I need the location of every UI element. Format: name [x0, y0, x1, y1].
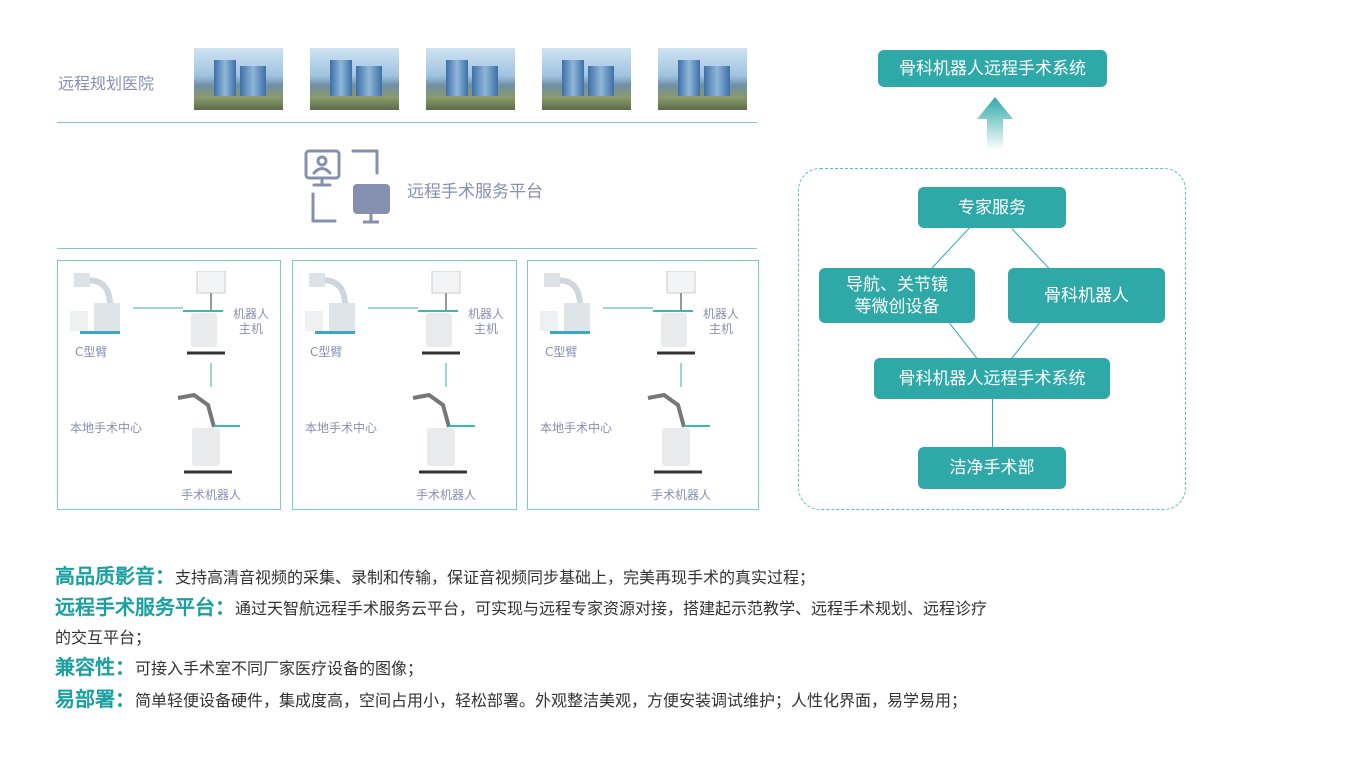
- local-surgery-center-box: C型臂 机器人 主机 本地手术中心 手术机器人: [57, 260, 281, 510]
- hospital-image: [194, 48, 283, 110]
- connector: [680, 363, 682, 387]
- clean-room-node: 洁净手术部: [918, 447, 1066, 489]
- c-arm-label: C型臂: [310, 345, 343, 359]
- up-arrow-icon: [977, 97, 1013, 150]
- local-center-label: 本地手术中心: [305, 421, 378, 435]
- surgical-robot-label: 手术机器人: [181, 488, 242, 502]
- surgical-robot-label: 手术机器人: [416, 488, 477, 502]
- connector: [210, 363, 212, 387]
- divider: [57, 248, 757, 249]
- local-center-label: 本地手术中心: [70, 421, 143, 435]
- c-arm-label: C型臂: [545, 345, 578, 359]
- connector: [368, 307, 418, 309]
- feature-1: 高品质影音：支持高清音视频的采集、录制和传输，保证音视频同步基础上，完美再现手术…: [55, 560, 815, 589]
- remote-monitor-icon: [304, 149, 390, 224]
- feature-text: 简单轻便设备硬件，集成度高，空间占用小，轻松部署。外观整洁美观，方便安装调试维护…: [135, 691, 968, 710]
- local-surgery-center-box: C型臂 机器人 主机 本地手术中心 手术机器人: [527, 260, 759, 510]
- feature-title: 高品质影音：: [55, 564, 175, 588]
- robot-host-label: 机器人 主机: [233, 307, 270, 336]
- feature-text: 支持高清音视频的采集、录制和传输，保证音视频同步基础上，完美再现手术的真实过程；: [175, 568, 816, 587]
- platform-label: 远程手术服务平台: [407, 182, 543, 202]
- surgical-robot-image: [647, 392, 710, 474]
- robot-host-label: 机器人 主机: [468, 307, 505, 336]
- feature-title: 兼容性：: [55, 655, 135, 679]
- nav-device-node: 导航、关节镜 等微创设备: [819, 268, 975, 323]
- connector: [133, 307, 183, 309]
- ortho-robot-node: 骨科机器人: [1008, 268, 1165, 323]
- edge: [992, 399, 993, 447]
- feature-4: 易部署：简单轻便设备硬件，集成度高，空间占用小，轻松部署。外观整洁美观，方便安装…: [55, 683, 967, 712]
- feature-text: 可接入手术室不同厂家医疗设备的图像；: [135, 659, 424, 678]
- feature-text: 通过天智航远程手术服务云平台，可实现与远程专家资源对接，搭建起示范教学、远程手术…: [235, 599, 988, 618]
- connector: [445, 363, 447, 387]
- hospital-image: [658, 48, 747, 110]
- surgical-robot-image: [177, 392, 240, 474]
- remote-hospital-label: 远程规划医院: [58, 74, 155, 93]
- robot-host-image: [183, 271, 226, 355]
- surgical-robot-label: 手术机器人: [651, 488, 712, 502]
- feature-title: 远程手术服务平台：: [55, 595, 235, 619]
- c-arm-image: [305, 273, 355, 334]
- local-center-label: 本地手术中心: [540, 421, 613, 435]
- hospital-image: [426, 48, 515, 110]
- connector: [603, 307, 653, 309]
- c-arm-label: C型臂: [75, 345, 108, 359]
- robot-host-image: [418, 271, 461, 355]
- local-surgery-center-box: C型臂 机器人 主机 本地手术中心 手术机器人: [292, 260, 517, 510]
- feature-title: 易部署：: [55, 687, 135, 711]
- top-system-node: 骨科机器人远程手术系统: [878, 50, 1107, 87]
- surgical-robot-image: [412, 392, 475, 474]
- feature-2: 远程手术服务平台：通过天智航远程手术服务云平台，可实现与远程专家资源对接，搭建起…: [55, 591, 987, 620]
- expert-service-node: 专家服务: [918, 187, 1066, 228]
- system-dashed-group: [798, 168, 1186, 510]
- c-arm-image: [540, 273, 590, 334]
- feature-3: 兼容性：可接入手术室不同厂家医疗设备的图像；: [55, 651, 423, 680]
- robot-host-image: [653, 271, 696, 355]
- hospital-image: [542, 48, 631, 110]
- c-arm-image: [70, 273, 120, 334]
- divider: [57, 122, 757, 123]
- feature-2-cont: 的交互平台；: [55, 628, 152, 647]
- robot-host-label: 机器人 主机: [703, 307, 740, 336]
- hospital-image: [310, 48, 399, 110]
- system-node: 骨科机器人远程手术系统: [874, 358, 1110, 399]
